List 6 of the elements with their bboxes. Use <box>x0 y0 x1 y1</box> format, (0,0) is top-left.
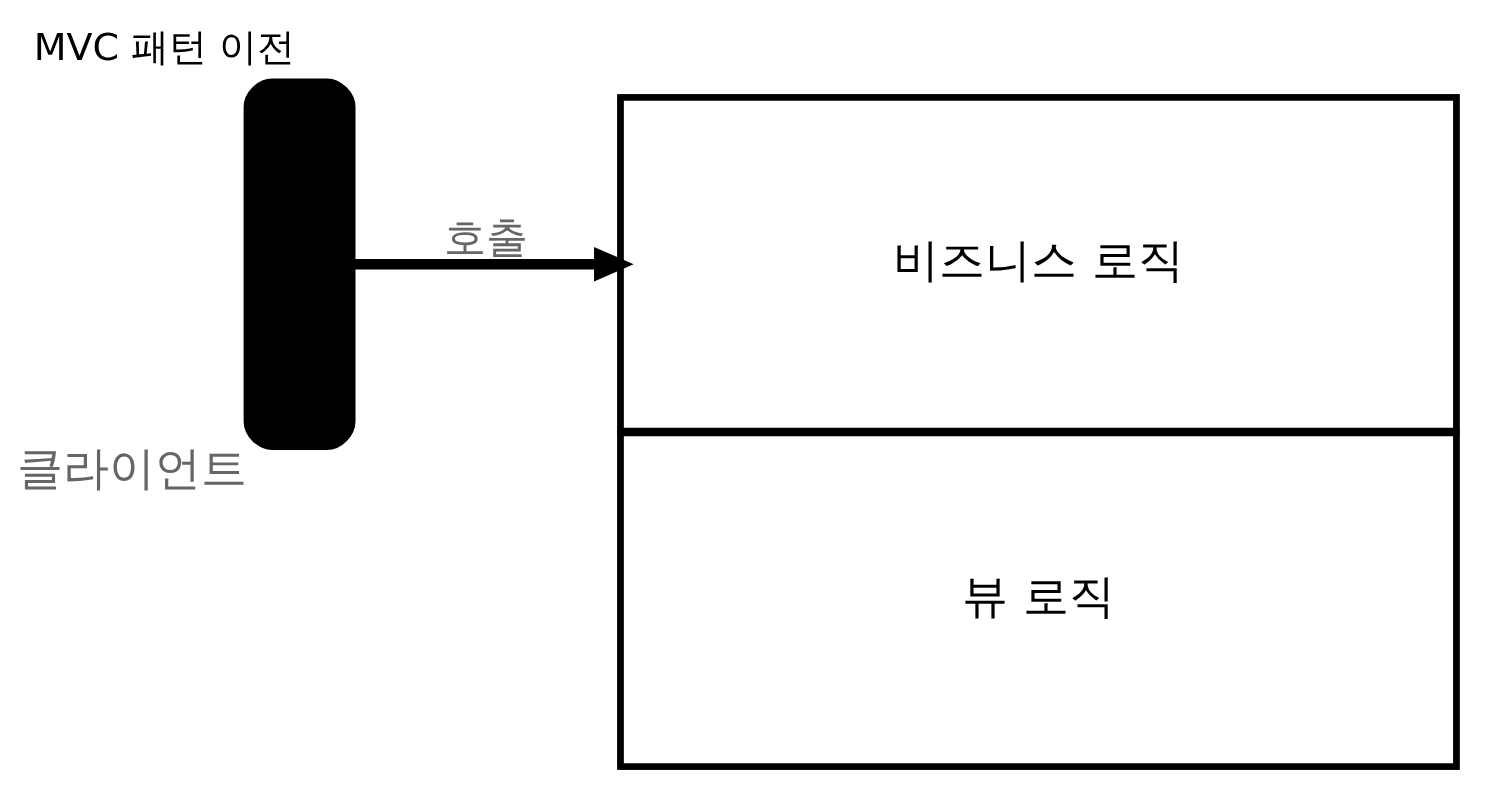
node-person <box>243 77 356 450</box>
arrow <box>352 246 634 282</box>
edge-label: 호출 <box>444 212 529 262</box>
node-label: 클라이언트 <box>16 440 247 495</box>
diagram-title: MVC 패턴 이전 <box>33 24 296 69</box>
node-box: 뷰 로직 <box>617 429 1460 770</box>
